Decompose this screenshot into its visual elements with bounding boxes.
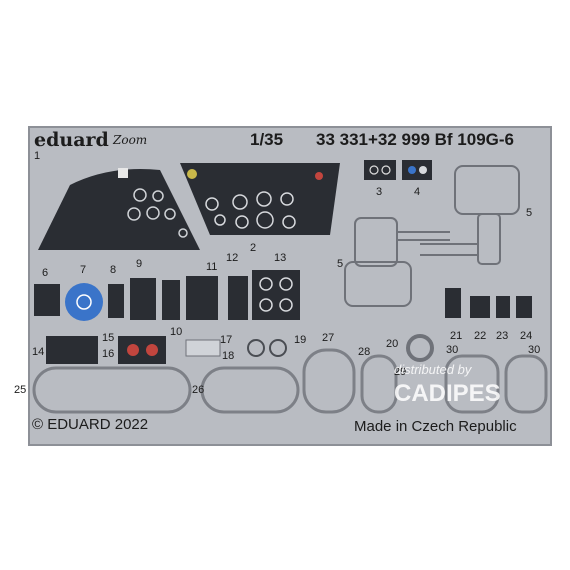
part-number: 21 [450,330,463,342]
part-number: 29 [394,366,407,378]
part-number: 20 [386,338,399,350]
seat-belts [32,348,548,414]
part-number: 30 [528,344,541,356]
part-number: 23 [496,330,509,342]
part-number: 11 [206,261,218,273]
part-number: 30 [446,344,459,356]
watermark-line1: distributed by [394,362,472,377]
part-number: 13 [274,252,287,264]
watermark-line2: CADIPES [394,380,501,407]
part-number: 12 [226,252,239,264]
seat-frame-right [420,165,520,265]
panel-placard [118,168,128,178]
instrument-gauges-1 [127,188,188,238]
part-14 [46,336,98,364]
catalog-label: 33 331+32 999 Bf 109G-6 [316,130,515,149]
part-number: 24 [520,330,533,342]
part-9 [130,278,156,320]
warning-lamp-red [315,172,323,180]
part-21 [445,288,461,318]
part-number: 16 [102,348,115,360]
part-number: 15 [102,332,115,344]
part-number: 14 [32,346,45,358]
part-number: 27 [322,332,335,344]
part-number: 7 [80,264,87,276]
part-number: 10 [170,326,183,338]
copyright-text: © EDUARD 2022 [32,416,149,433]
part-11 [186,276,218,320]
part-number: 26 [192,384,205,396]
part-number: 17 [220,334,233,346]
part-number: 28 [358,346,371,358]
part-23 [496,296,510,318]
part-4-panel [402,160,432,180]
seat-frame-left [344,217,450,307]
part-number: 19 [294,334,307,346]
part-12 [228,276,248,320]
part-22 [470,296,490,318]
part-20 [406,334,434,362]
part-number: 6 [42,267,49,279]
part-18 [247,339,265,357]
part-number: 9 [136,258,143,270]
part-17 [185,339,221,357]
instrument-panel-part-1 [38,169,200,250]
warning-lamp-yellow [187,169,197,179]
part-number: 1 [34,150,41,162]
scale-label: 1/35 [250,130,284,149]
part-number: 25 [14,384,27,396]
part-7-blue-dial [65,283,103,321]
part-number: 18 [222,350,235,362]
zoom-logo: Zoom [113,133,148,147]
part-number: 5 [337,258,344,270]
part-13 [252,270,300,320]
part-number: 4 [414,186,421,198]
brand-logo: eduard [34,129,109,151]
part-16 [118,336,166,364]
part-number: 22 [474,330,487,342]
part-number: 8 [110,264,117,276]
part-19 [269,339,287,357]
part-10 [162,280,180,320]
part-24 [516,296,532,318]
part-6 [34,284,60,316]
instrument-gauges-2 [205,191,296,229]
part-number: 5 [526,207,533,219]
instrument-panel-part-2 [180,163,340,235]
part-3-panel [364,160,396,180]
part-number: 2 [250,242,257,254]
part-number: 3 [376,186,383,198]
part-8 [108,284,124,318]
origin-text: Made in Czech Republic [354,418,517,435]
